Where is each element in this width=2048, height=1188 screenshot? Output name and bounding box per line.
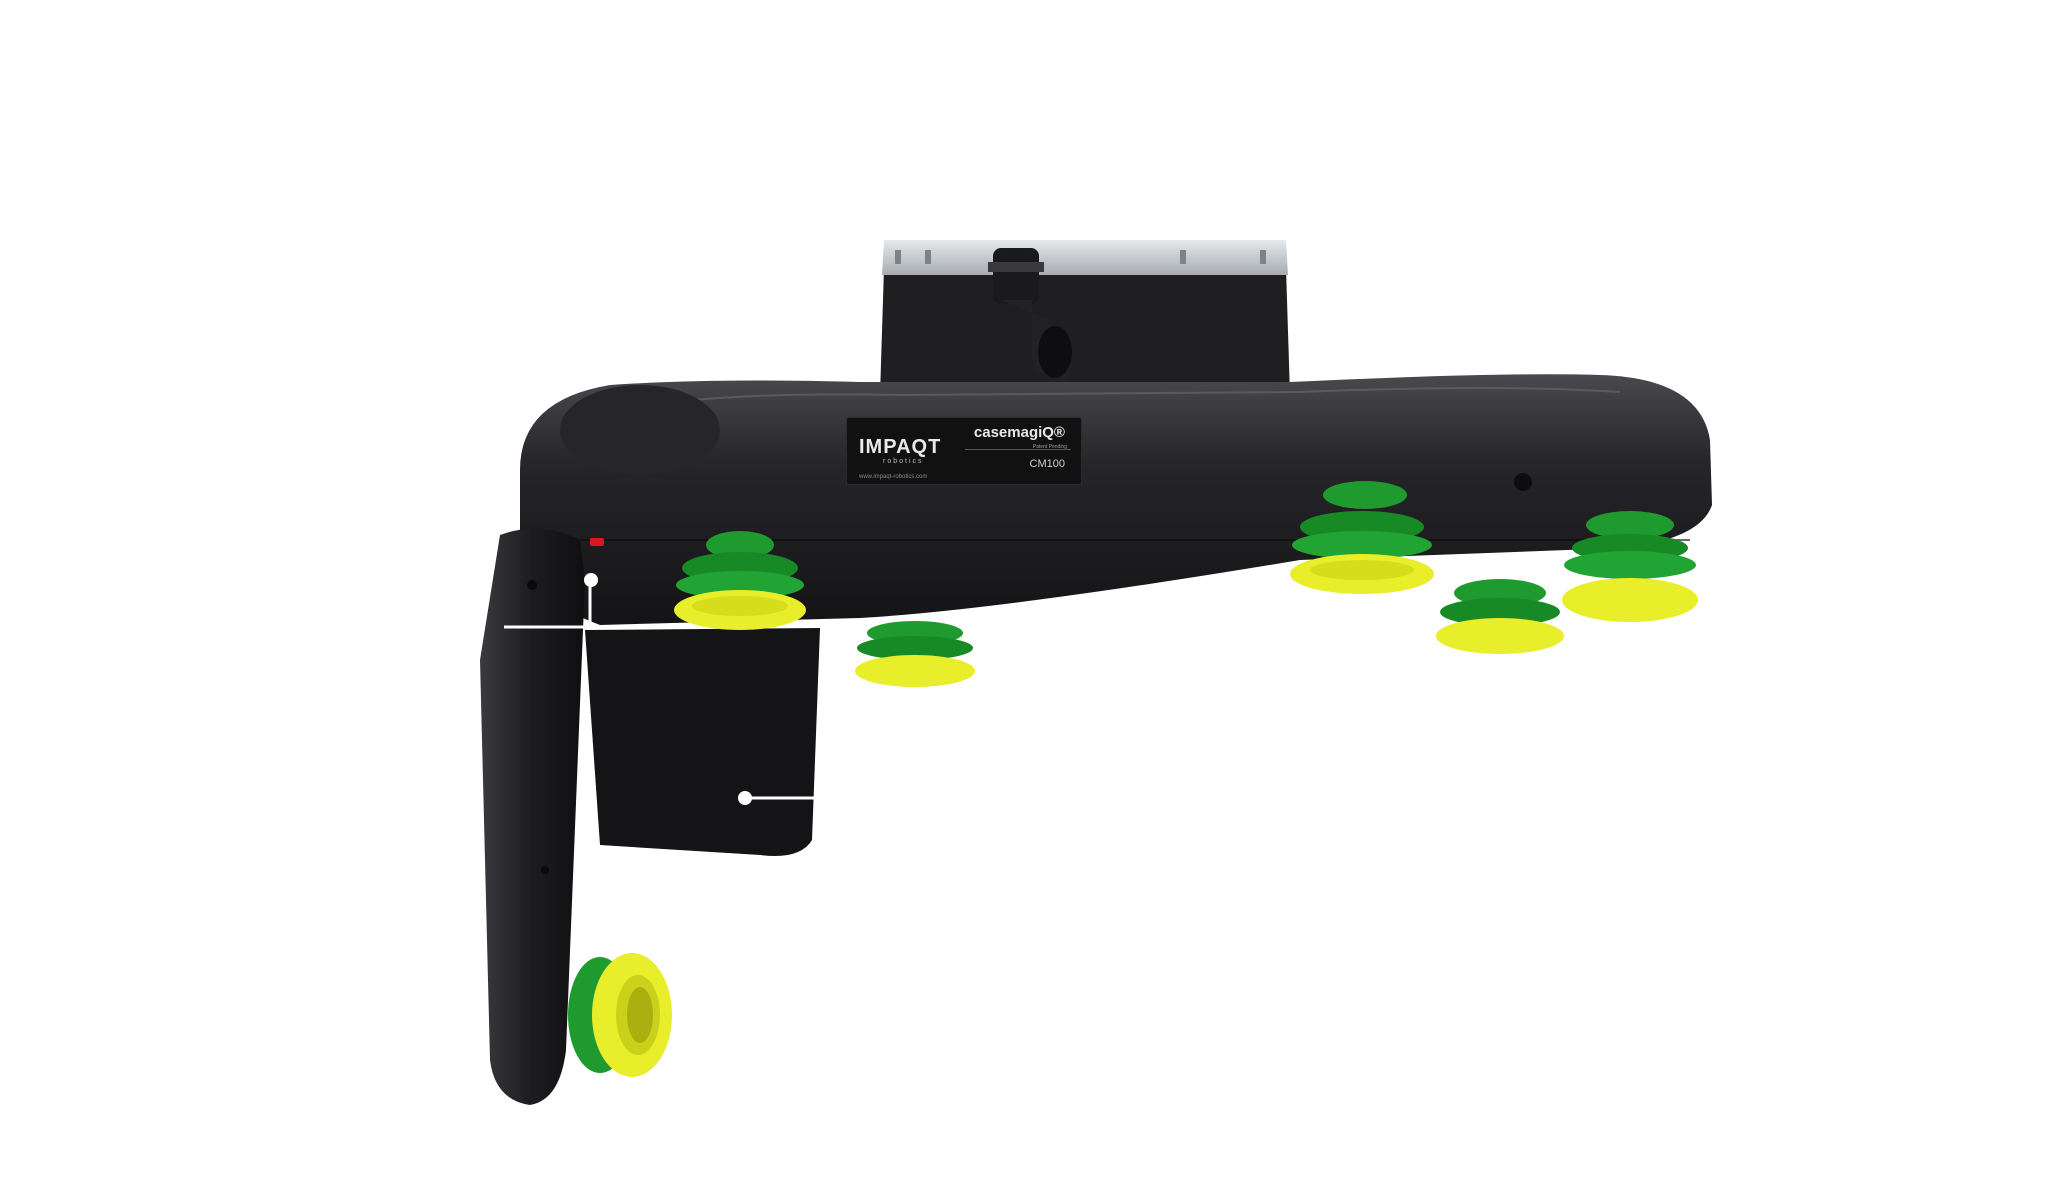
label-divider	[965, 449, 1071, 450]
product-name: casemagiQ®	[973, 424, 1065, 441]
suction-cup-front-left	[674, 531, 806, 630]
mount-block	[880, 240, 1290, 395]
suction-cup-front-right	[1290, 481, 1434, 594]
product-tagline: Patent Pending	[1032, 444, 1067, 450]
gripper-arm	[480, 528, 820, 1105]
model-number: CM100	[1029, 458, 1065, 470]
brand-logo: IMPAQT	[859, 436, 942, 458]
suction-cup-rear-center	[1436, 579, 1564, 654]
callout-lines	[504, 573, 820, 805]
product-label: IMPAQT robotics casemagiQ® Patent Pendin…	[846, 417, 1082, 485]
air-fitting	[988, 248, 1072, 379]
brand-subtitle: robotics	[883, 458, 924, 465]
suction-cup-rear-right	[1562, 511, 1698, 622]
suction-cup-front-center	[855, 621, 975, 687]
website-url: www.impaqt-robotics.com	[859, 474, 928, 480]
status-led	[590, 538, 604, 546]
suction-cup-arm	[568, 953, 672, 1077]
